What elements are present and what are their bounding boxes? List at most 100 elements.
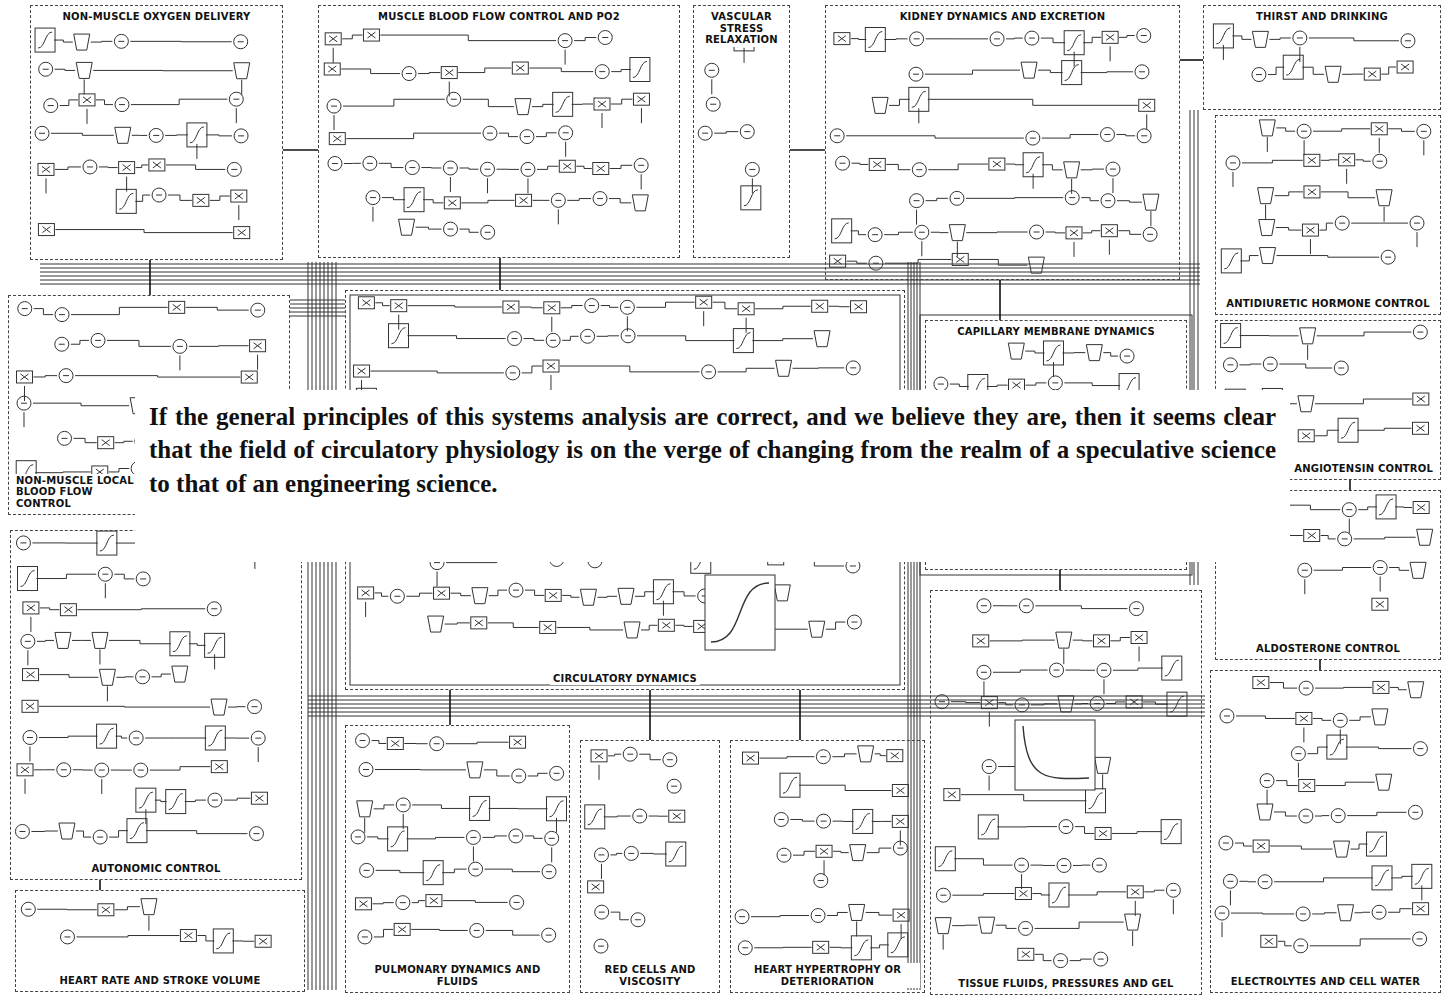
- region-title: RED CELLS AND VISCOSITY: [585, 963, 715, 988]
- summer-mark: [25, 909, 31, 910]
- summer-mark: [1141, 135, 1147, 136]
- function-box: [1221, 324, 1241, 348]
- summer-symbol: [1090, 697, 1104, 711]
- region-title: HEART HYPERTROPHY OR DETERIORATION: [735, 963, 920, 988]
- summer-mark: [212, 800, 218, 801]
- signal-wire: [1113, 668, 1163, 670]
- summer-mark: [749, 169, 755, 170]
- multiplier-mark: [977, 638, 985, 644]
- summer-symbol: [1373, 154, 1387, 168]
- signal-wire: [408, 306, 502, 307]
- multiplier-mark: [1019, 891, 1027, 897]
- signal-wire: [1035, 954, 1052, 960]
- signal-wire: [165, 134, 188, 136]
- signal-wire: [451, 593, 471, 596]
- signal-wire: [364, 818, 365, 833]
- multiplier-mark: [637, 96, 645, 102]
- region-title: KIDNEY DYNAMICS AND EXCRETION: [897, 10, 1109, 24]
- summer-symbol: [61, 930, 75, 944]
- signal-wire: [105, 583, 106, 598]
- multiplier-mark: [259, 938, 267, 944]
- signal-wire: [872, 821, 892, 822]
- divider-symbol: [1086, 345, 1102, 361]
- signal-wire: [866, 912, 892, 915]
- summer-mark: [1297, 37, 1303, 38]
- signal-wire: [983, 681, 984, 696]
- signal-wire: [189, 644, 206, 646]
- summer-mark: [473, 869, 479, 870]
- bus-wire: [308, 262, 309, 990]
- signal-wire: [703, 311, 704, 326]
- summer-symbol: [1215, 906, 1229, 920]
- signal-wire: [1073, 865, 1090, 866]
- summer-mark: [474, 930, 480, 931]
- signal-wire: [367, 837, 389, 839]
- signal-wire: [925, 70, 1020, 74]
- signal-wire: [713, 302, 737, 309]
- summer-symbol: [738, 941, 752, 955]
- signal-wire: [751, 916, 809, 917]
- function-box: [865, 28, 885, 52]
- signal-wire: [640, 853, 666, 855]
- signal-wire: [40, 675, 99, 678]
- signal-wire: [1139, 647, 1140, 662]
- summer-mark: [1105, 200, 1111, 201]
- bus-wire: [308, 716, 1205, 717]
- signal-wire: [1231, 913, 1294, 915]
- signal-wire: [365, 602, 366, 617]
- summer-symbol: [912, 163, 926, 177]
- multiplier-box: [434, 587, 450, 599]
- signal-wire: [833, 821, 854, 822]
- divider-symbol: [172, 666, 188, 682]
- signal-wire: [832, 754, 856, 757]
- summer-mark: [1124, 356, 1130, 357]
- signal-wire: [232, 940, 254, 941]
- summer-mark: [954, 198, 960, 199]
- multiplier-box: [512, 62, 528, 74]
- signal-wire: [1173, 899, 1174, 914]
- summer-symbol: [39, 62, 53, 76]
- divider-symbol: [399, 219, 415, 235]
- signal-wire: [39, 706, 210, 708]
- multiplier-mark: [816, 303, 824, 309]
- summer-mark: [1098, 959, 1104, 960]
- signal-wire: [1279, 364, 1332, 368]
- signal-wire: [610, 165, 632, 168]
- signal-wire: [1267, 790, 1268, 805]
- signal-wire: [342, 35, 362, 39]
- signal-wire: [407, 837, 465, 838]
- multiplier-mark: [956, 256, 964, 262]
- signal-wire: [1110, 638, 1130, 641]
- bus-wire: [908, 262, 909, 990]
- multiplier-mark: [1308, 157, 1316, 163]
- function-curve: [392, 328, 406, 344]
- signal-wire: [1144, 890, 1164, 892]
- summer-symbol: [466, 830, 480, 844]
- summer-symbol: [93, 830, 107, 844]
- multiplier-box: [1412, 422, 1428, 434]
- signal-wire: [376, 870, 425, 872]
- signal-wire: [641, 174, 642, 189]
- signal-wire: [116, 736, 128, 738]
- summer-mark: [21, 403, 27, 404]
- signal-wire: [536, 133, 557, 137]
- bus-wire: [917, 262, 918, 990]
- summer-symbol: [1100, 128, 1114, 142]
- summer-mark: [624, 307, 630, 308]
- summer-symbol: [1092, 858, 1106, 872]
- summer-symbol: [512, 769, 526, 783]
- connector-line: [149, 260, 151, 295]
- divider-symbol: [1334, 841, 1350, 857]
- multiplier-box: [255, 935, 271, 947]
- function-curve: [208, 730, 222, 746]
- multiplier-box: [1413, 393, 1429, 405]
- signal-wire: [1068, 892, 1126, 895]
- signal-wire: [1349, 717, 1371, 720]
- signal-wire: [1132, 931, 1133, 946]
- signal-wire: [663, 601, 664, 616]
- summer-symbol: [846, 361, 860, 375]
- summer-symbol: [624, 846, 638, 860]
- divider-symbol: [618, 588, 634, 604]
- signal-wire: [1315, 815, 1329, 816]
- signal-wire: [116, 676, 133, 677]
